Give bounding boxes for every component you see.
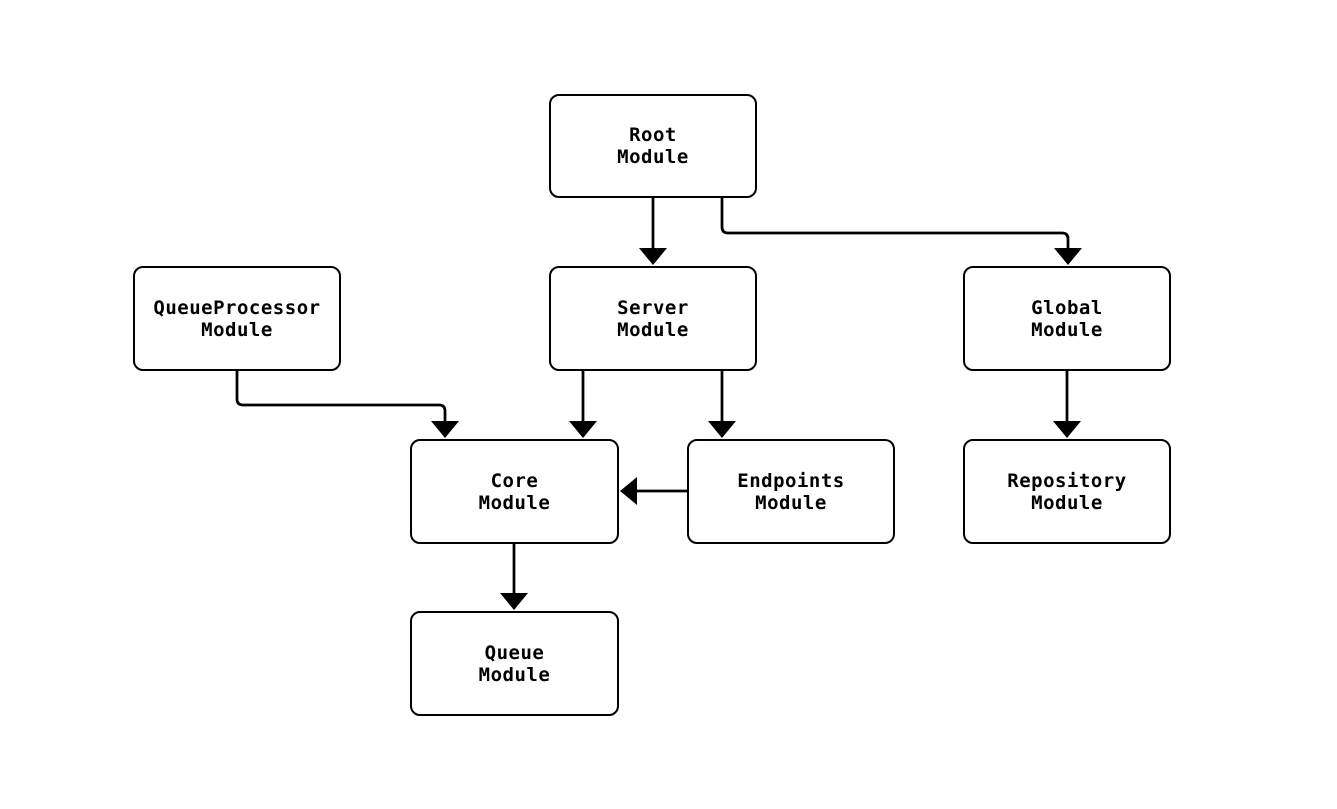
node-core-module-label: Core Module xyxy=(478,469,551,514)
arrowhead-core-queue xyxy=(500,593,528,610)
node-server-module: Server Module xyxy=(549,266,757,371)
node-queue-module: Queue Module xyxy=(410,611,619,716)
node-server-module-label: Server Module xyxy=(617,296,689,341)
arrowhead-global-repository xyxy=(1053,421,1081,438)
node-endpoints-module: Endpoints Module xyxy=(687,439,895,544)
node-endpoints-module-label: Endpoints Module xyxy=(737,469,845,514)
node-root-module-label: Root Module xyxy=(617,124,689,168)
edge-queueprocessor-core xyxy=(235,371,447,422)
node-core-module: Core Module xyxy=(410,439,619,544)
node-repository-module-label: Repository Module xyxy=(1007,469,1127,514)
arrowhead-queueprocessor-core xyxy=(431,421,459,438)
arrowhead-root-global xyxy=(1054,248,1082,265)
node-global-module: Global Module xyxy=(963,266,1171,371)
node-queueprocessor-module: QueueProcessor Module xyxy=(133,266,341,371)
node-queueprocessor-module-label: QueueProcessor Module xyxy=(153,296,321,341)
node-root-module: Root Module xyxy=(549,94,757,198)
arrowhead-endpoints-core xyxy=(620,477,637,505)
node-queue-module-label: Queue Module xyxy=(478,641,551,686)
node-repository-module: Repository Module xyxy=(963,439,1171,544)
arrowhead-root-server xyxy=(639,248,667,265)
edge-root-global xyxy=(720,198,1070,249)
arrowhead-server-core xyxy=(569,421,597,438)
node-global-module-label: Global Module xyxy=(1031,296,1103,341)
arrowhead-server-endpoints xyxy=(708,421,736,438)
